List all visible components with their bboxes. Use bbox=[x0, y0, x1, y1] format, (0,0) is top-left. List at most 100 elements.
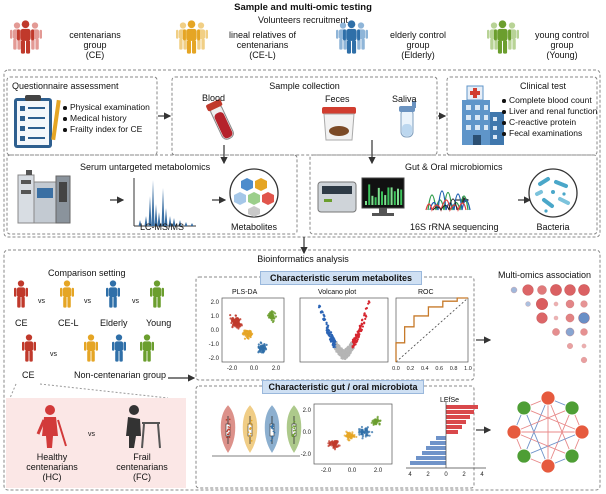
blood-label: Blood bbox=[202, 93, 226, 103]
data-point bbox=[323, 318, 326, 322]
data-point bbox=[272, 428, 274, 430]
data-point bbox=[356, 338, 359, 341]
data-point bbox=[250, 424, 253, 426]
data-point bbox=[326, 326, 329, 329]
serum-title: Characteristic serum metabolites bbox=[260, 271, 422, 285]
data-point bbox=[319, 310, 323, 313]
tick-label: 0.0 bbox=[392, 366, 400, 372]
data-point bbox=[257, 346, 260, 350]
clinical-box bbox=[446, 76, 598, 156]
data-point bbox=[364, 317, 367, 320]
correlation-cell bbox=[550, 284, 562, 296]
person-icon bbox=[112, 334, 126, 362]
person-icon bbox=[60, 280, 74, 308]
data-point bbox=[228, 418, 231, 421]
data-point bbox=[245, 329, 248, 332]
data-point bbox=[229, 317, 232, 320]
volcano-plot bbox=[299, 297, 389, 363]
data-point bbox=[243, 337, 247, 340]
data-point bbox=[327, 442, 330, 445]
bar bbox=[410, 461, 446, 465]
data-point bbox=[358, 330, 361, 333]
data-point bbox=[227, 426, 230, 428]
data-point bbox=[378, 422, 381, 425]
data-point bbox=[291, 426, 293, 429]
bar bbox=[416, 456, 446, 460]
correlation-cell bbox=[581, 343, 587, 349]
data-point bbox=[263, 344, 266, 347]
correlation-cell bbox=[565, 299, 575, 309]
network-edge bbox=[523, 407, 549, 467]
bacteria-label: Bacteria bbox=[536, 222, 570, 232]
data-point bbox=[349, 436, 353, 439]
data-point bbox=[359, 324, 363, 327]
data-point bbox=[317, 306, 321, 309]
person-icon bbox=[150, 280, 164, 308]
data-point bbox=[337, 347, 340, 351]
correlation-cell bbox=[553, 315, 559, 321]
bar bbox=[436, 436, 446, 440]
data-point bbox=[225, 419, 228, 421]
bar bbox=[422, 451, 446, 455]
data-point bbox=[365, 432, 368, 435]
bar bbox=[446, 430, 458, 434]
data-point bbox=[228, 432, 230, 434]
feces-label: Feces bbox=[325, 94, 350, 104]
list-item: Liver and renal function bbox=[501, 106, 597, 117]
roc-title: ROC bbox=[418, 289, 434, 296]
tick-label: 4 bbox=[480, 472, 484, 478]
data-point bbox=[330, 335, 333, 338]
data-point bbox=[247, 431, 250, 433]
data-point bbox=[361, 437, 364, 440]
data-point bbox=[352, 340, 355, 343]
person-icon bbox=[106, 280, 120, 308]
data-point bbox=[229, 313, 232, 317]
data-point bbox=[258, 348, 262, 351]
network-node bbox=[506, 424, 522, 440]
data-point bbox=[270, 313, 273, 317]
bar bbox=[381, 191, 383, 205]
data-point bbox=[271, 435, 274, 438]
network-edge bbox=[523, 397, 549, 457]
data-point bbox=[333, 345, 336, 348]
person-icon bbox=[14, 280, 28, 308]
data-point bbox=[351, 431, 354, 434]
network-edge bbox=[547, 407, 573, 467]
data-point bbox=[357, 431, 361, 434]
data-point bbox=[354, 336, 357, 339]
data-point bbox=[347, 439, 350, 442]
data-point bbox=[293, 420, 296, 423]
data-point bbox=[333, 442, 336, 445]
data-point bbox=[259, 346, 262, 349]
vs-label: vs bbox=[132, 298, 139, 305]
data-point bbox=[247, 337, 250, 340]
vs-label: vs bbox=[84, 298, 91, 305]
data-point bbox=[259, 341, 262, 344]
tick-label: 0 bbox=[444, 472, 448, 478]
data-point bbox=[294, 432, 296, 435]
network-node bbox=[516, 448, 532, 464]
data-point bbox=[250, 419, 253, 422]
data-point bbox=[330, 440, 334, 443]
young-icon bbox=[487, 20, 519, 54]
data-point bbox=[337, 345, 340, 348]
healthy-centenarian-icon bbox=[36, 405, 67, 448]
data-point bbox=[345, 353, 348, 356]
data-point bbox=[274, 315, 278, 318]
data-point bbox=[292, 433, 294, 436]
data-point bbox=[364, 435, 367, 438]
data-point bbox=[248, 333, 251, 336]
data-point bbox=[229, 426, 231, 429]
data-point bbox=[347, 350, 350, 353]
data-point bbox=[272, 430, 275, 433]
bar bbox=[384, 195, 387, 205]
bar bbox=[374, 197, 377, 205]
upper-panel-box bbox=[3, 69, 601, 238]
data-point bbox=[327, 331, 330, 334]
correlation-cell bbox=[580, 300, 588, 308]
data-point bbox=[363, 312, 366, 315]
metabolites-icon bbox=[229, 168, 279, 218]
